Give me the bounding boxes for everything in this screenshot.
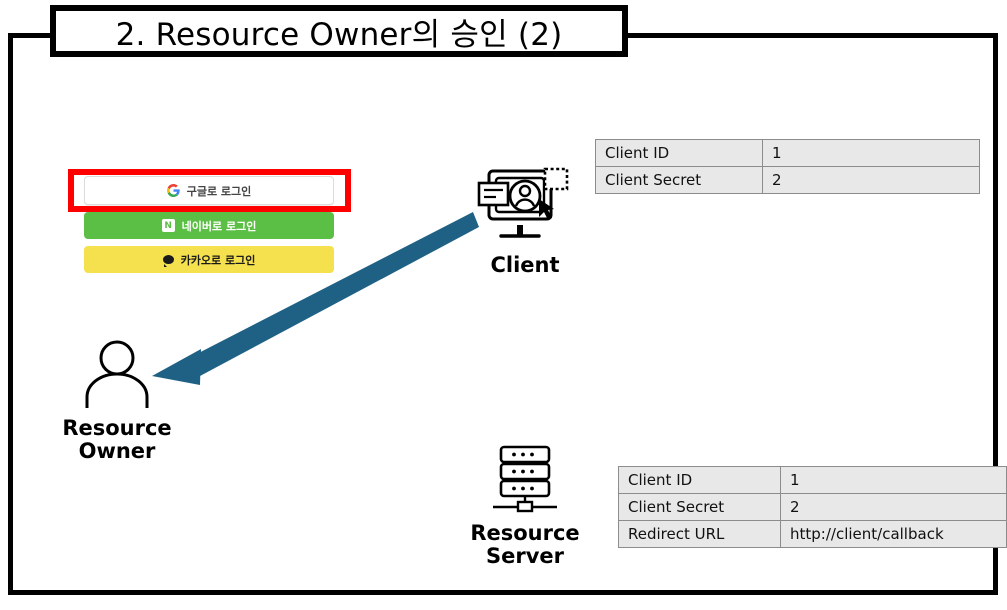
client-monitor-user-icon [477, 167, 569, 238]
actor-resource-owner-label-line2: Owner [78, 438, 156, 463]
actor-client-label: Client [490, 253, 560, 277]
kakao-bubble-icon [162, 255, 174, 267]
server-client-id-value: 1 [780, 466, 1007, 494]
google-login-button[interactable]: 구글로 로그인 [84, 176, 334, 205]
client-id-value: 1 [762, 139, 980, 167]
actor-resource-owner-label-line1: Resource [62, 416, 172, 440]
table-row: Client Secret 2 [595, 166, 980, 194]
actor-client: Client [455, 163, 595, 277]
table-row: Client ID 1 [618, 466, 1007, 494]
server-client-secret-key: Client Secret [618, 493, 781, 521]
google-login-label: 구글로 로그인 [186, 184, 252, 198]
server-redirect-url-key: Redirect URL [618, 520, 781, 548]
table-row: Client Secret 2 [618, 493, 1007, 521]
google-button-highlight [68, 169, 351, 212]
actor-resource-server-label-line2: Server [485, 543, 564, 568]
client-secret-value: 2 [762, 166, 980, 194]
naver-login-button[interactable]: N 네이버로 로그인 [84, 212, 334, 239]
actor-resource-server: Resource Server [455, 443, 595, 567]
server-rack-icon [493, 445, 557, 513]
client-secret-key: Client Secret [595, 166, 763, 194]
server-redirect-url-value: http://client/callback [780, 520, 1007, 548]
actor-resource-server-label-line1: Resource [470, 521, 580, 545]
client-id-key: Client ID [595, 139, 763, 167]
table-row: Redirect URL http://client/callback [618, 520, 1007, 548]
naver-login-label: 네이버로 로그인 [181, 219, 257, 233]
person-icon [85, 340, 149, 408]
google-g-icon [166, 184, 180, 197]
page-title-text: 2. Resource Owner의 승인 (2) [115, 16, 563, 53]
table-row: Client ID 1 [595, 139, 980, 167]
actor-resource-owner: Resource Owner [52, 338, 182, 462]
server-client-id-key: Client ID [618, 466, 781, 494]
naver-n-icon: N [161, 219, 175, 232]
page-title: 2. Resource Owner의 승인 (2) [50, 5, 628, 57]
server-client-secret-value: 2 [780, 493, 1007, 521]
server-registration-table: Client ID 1 Client Secret 2 Redirect URL… [618, 466, 1007, 548]
kakao-login-label: 카카오로 로그인 [180, 253, 256, 267]
client-credentials-table: Client ID 1 Client Secret 2 [595, 139, 980, 194]
kakao-login-button[interactable]: 카카오로 로그인 [84, 246, 334, 273]
